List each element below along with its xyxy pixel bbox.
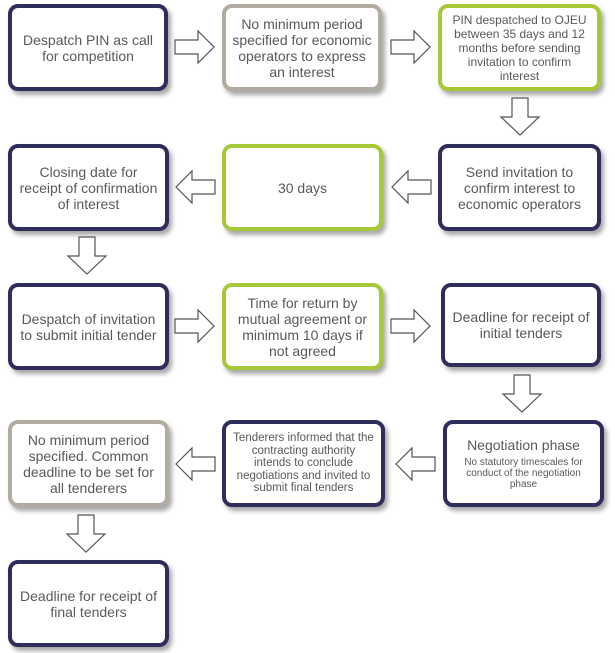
arrow-left-4-icon [174,446,216,482]
deadline-initial-tenders-text: Deadline for receipt of initial tenders [452,309,590,341]
no-minimum-period-express-text: No minimum period specified for economic… [232,15,372,80]
send-invitation-text: Send invitation to confirm interest to e… [458,163,581,212]
time-for-return-box: Time for return by mutual agreement or m… [222,283,383,370]
negotiation-phase-box: Negotiation phase No statutory timescale… [443,420,604,507]
arrow-left-1-icon [390,169,432,205]
deadline-final-tenders-text: Deadline for receipt of final tenders [20,587,157,620]
tenderers-informed-box: Tenderers informed that the contracting … [222,420,385,507]
arrow-right-3-icon [174,308,216,344]
send-invitation-box: Send invitation to confirm interest to e… [438,144,601,231]
arrow-down-2-icon [66,236,109,276]
arrow-right-2-icon [390,29,432,65]
arrow-down-1-icon [499,97,542,137]
arrow-left-2-icon [174,169,216,205]
thirty-days-box: 30 days [222,144,383,231]
arrow-down-3-icon [501,374,544,414]
arrow-right-4-icon [390,308,432,344]
pin-despatched-ojeu-box: PIN despatched to OJEU between 35 days a… [438,4,601,91]
no-minimum-period-express-box: No minimum period specified for economic… [222,4,382,91]
no-minimum-common-deadline-text: No minimum period specified. Common dead… [23,431,154,496]
no-minimum-common-deadline-box: No minimum period specified. Common dead… [8,420,169,507]
time-for-return-text: Time for return by mutual agreement or m… [237,294,368,359]
closing-date-box: Closing date for receipt of confirmation… [8,144,169,231]
arrow-right-1-icon [174,29,216,65]
thirty-days-text: 30 days [277,179,328,196]
arrow-left-3-icon [394,446,436,482]
closing-date-text: Closing date for receipt of confirmation… [19,163,158,212]
deadline-initial-tenders-box: Deadline for receipt of initial tenders [441,283,601,367]
tenderers-informed-text: Tenderers informed that the contracting … [233,432,374,495]
deadline-final-tenders-box: Deadline for receipt of final tenders [8,560,169,647]
arrow-down-4-icon [65,514,108,554]
despatch-pin-text: Despatch PIN as call for competition [23,31,153,64]
despatch-invitation-tender-box: Despatch of invitation to submit initial… [8,283,169,370]
despatch-invitation-tender-text: Despatch of invitation to submit initial… [20,310,157,343]
pin-despatched-ojeu-text: PIN despatched to OJEU between 35 days a… [452,12,587,83]
despatch-pin-box: Despatch PIN as call for competition [8,4,168,91]
negotiation-phase-note: No statutory timescales for conduct of t… [464,457,583,490]
negotiation-phase-title: Negotiation phase [467,437,580,453]
